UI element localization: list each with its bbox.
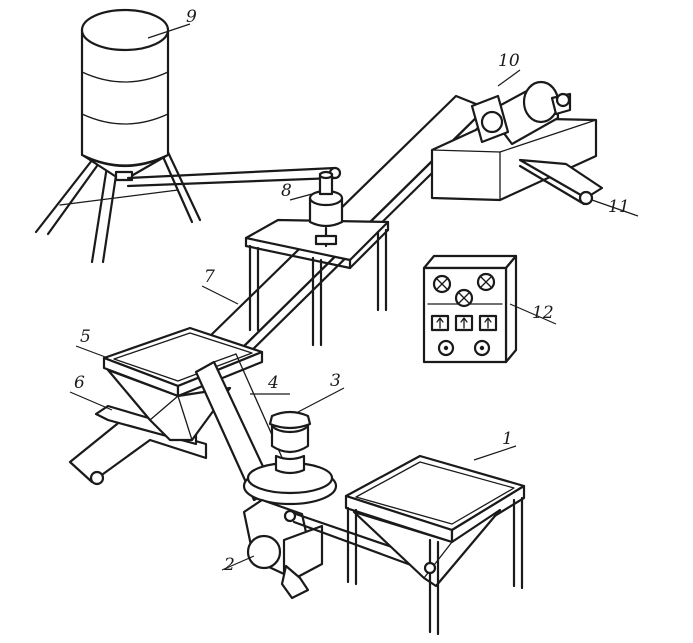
mixer-3 — [242, 410, 338, 506]
hopper-5 — [102, 326, 264, 442]
label-9: 9 — [186, 7, 197, 27]
label-12: 12 — [532, 303, 554, 323]
callouts: 9 10 8 11 7 12 5 4 3 6 1 2 — [69, 7, 639, 575]
label-7: 7 — [204, 267, 215, 287]
silo-9 — [34, 8, 342, 264]
motor-2 — [242, 498, 432, 600]
label-4: 4 — [267, 373, 279, 393]
table-motor-8 — [244, 170, 390, 347]
label-2: 2 — [223, 555, 235, 575]
control-panel-12 — [422, 254, 518, 364]
label-1: 1 — [502, 429, 513, 449]
label-3: 3 — [330, 371, 341, 391]
label-8: 8 — [281, 181, 292, 201]
label-5: 5 — [80, 327, 91, 347]
hopper-1 — [344, 454, 526, 636]
label-10: 10 — [498, 51, 520, 71]
label-6: 6 — [74, 373, 85, 393]
label-11: 11 — [608, 197, 630, 217]
press-10 — [430, 80, 598, 202]
lower-conveyor-11 — [518, 158, 604, 206]
